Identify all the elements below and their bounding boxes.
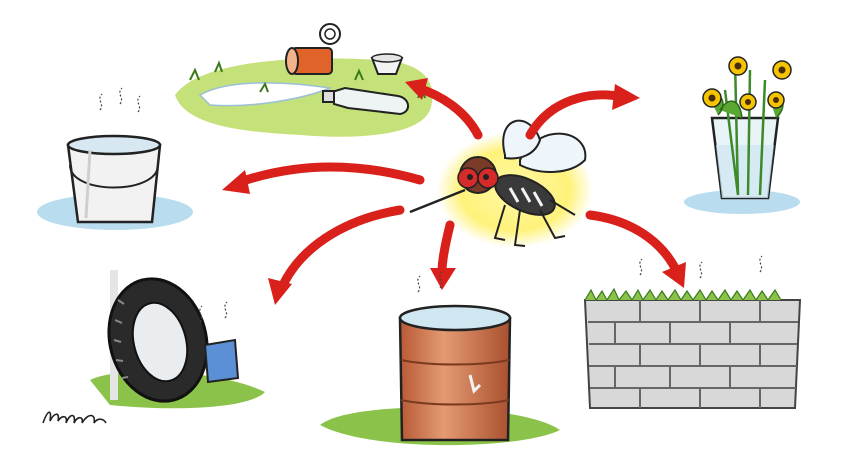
arrows — [235, 83, 680, 290]
flower-vase-icon — [702, 56, 792, 200]
bucket-icon — [66, 134, 162, 224]
tire-scene — [90, 270, 265, 409]
flower-icon — [702, 56, 792, 111]
tin-can-icon — [285, 23, 341, 75]
brick-wall-icon — [583, 287, 802, 409]
bucket-scene — [37, 87, 193, 230]
arrow-to-wall — [585, 210, 680, 273]
arrow-to-tire — [278, 205, 405, 290]
barrel-scene — [320, 271, 560, 446]
arrow-to-barrel — [437, 220, 455, 277]
bottle-icon — [322, 86, 409, 116]
arrow-to-bucket — [235, 162, 425, 187]
brick-wall-scene — [583, 255, 802, 409]
arrow-to-flowers — [525, 90, 627, 140]
mosquito-scene — [409, 119, 593, 248]
tire-icon — [107, 277, 209, 403]
arrowheads — [222, 78, 686, 305]
barrel-icon — [398, 304, 512, 442]
mosquito-icon — [409, 119, 587, 247]
artist-signature — [42, 411, 107, 424]
litter-scene — [175, 23, 433, 137]
flower-vase-scene — [684, 56, 800, 214]
